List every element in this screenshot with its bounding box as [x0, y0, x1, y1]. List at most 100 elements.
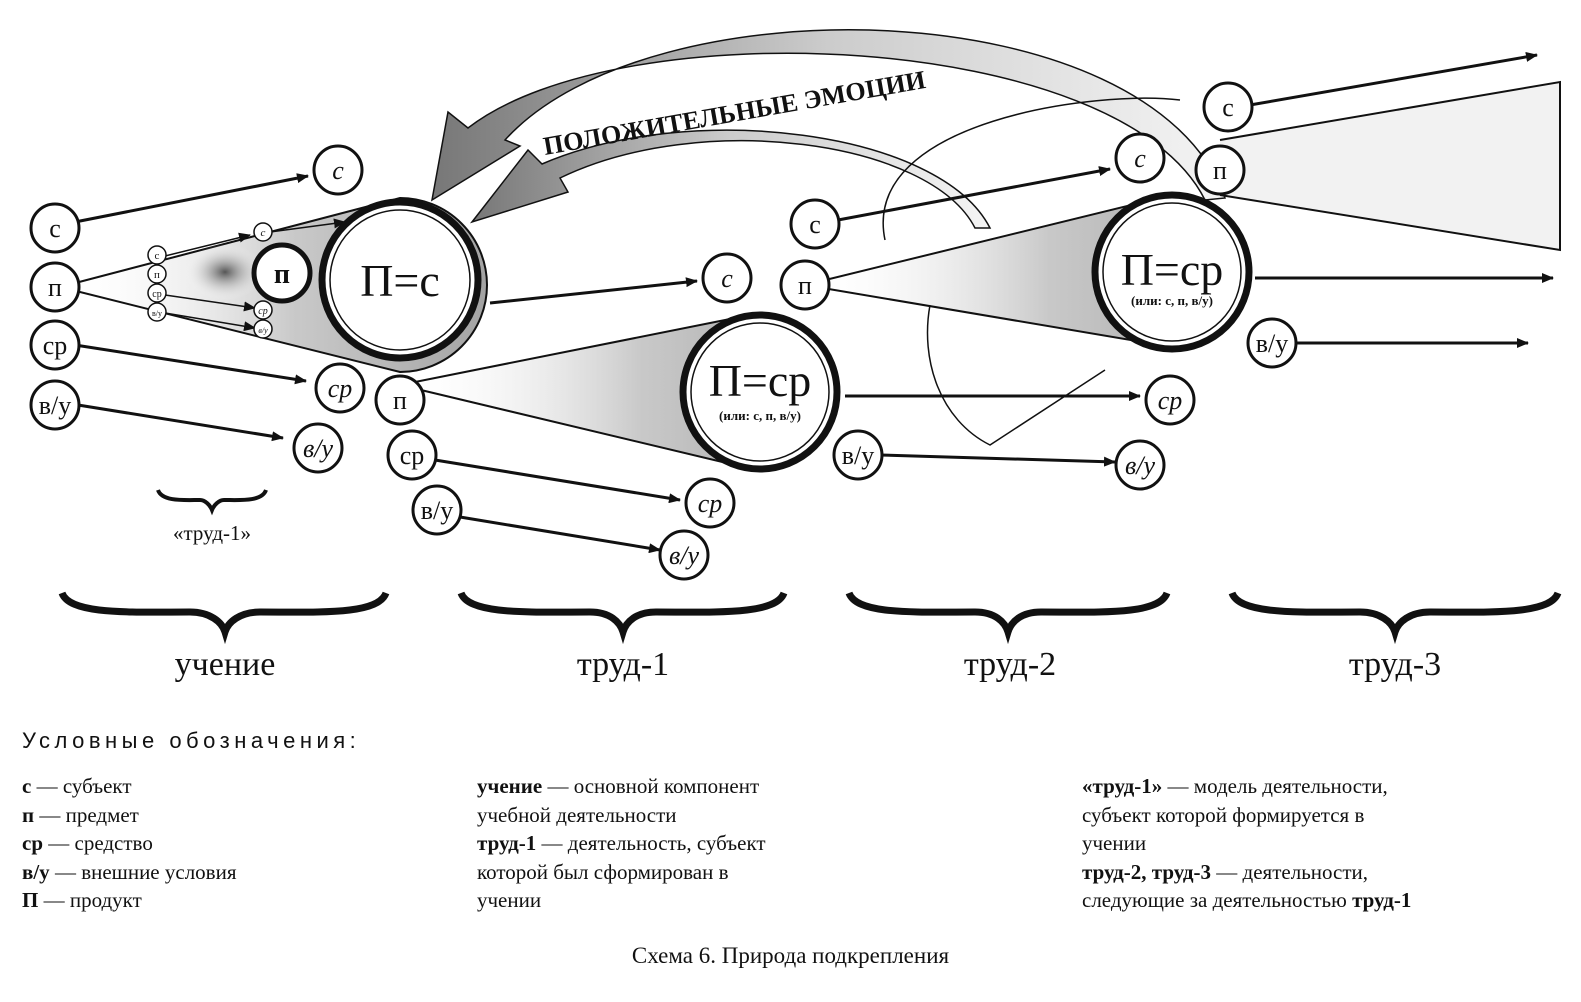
node-vu-result-2: в/у — [658, 529, 710, 581]
svg-text:п: п — [1213, 156, 1227, 185]
node-vu-work2: в/у — [832, 429, 884, 481]
brace-learning — [58, 591, 390, 645]
svg-text:в/у: в/у — [39, 391, 72, 420]
phase-work1: труд-1 — [577, 646, 669, 683]
svg-text:П=с: П=с — [360, 255, 440, 306]
legend-row: учебной деятельности — [477, 802, 677, 827]
legend-row: «труд-1» — модель деятельности, — [1082, 774, 1388, 798]
svg-text:в/у: в/у — [842, 441, 875, 470]
svg-text:в/у: в/у — [1256, 329, 1289, 358]
svg-text:в/у: в/у — [152, 309, 162, 318]
svg-text:с: с — [49, 214, 61, 243]
small-brace — [156, 488, 268, 516]
node-vu-work1: в/у — [411, 484, 463, 536]
legend-title: Условные обозначения: — [22, 728, 361, 753]
node-p-work2: п — [779, 259, 831, 311]
legend-row: учение — основной компонент — [477, 774, 760, 798]
svg-text:П=ср: П=ср — [1121, 244, 1224, 295]
product-work2: П=ср (или: с, п, в/у) — [1091, 191, 1253, 353]
svg-text:с: с — [332, 156, 344, 185]
brace-work2 — [845, 591, 1171, 645]
svg-text:с: с — [1134, 144, 1146, 173]
phase-work3: труд-3 — [1349, 646, 1441, 683]
node-s-learning: с — [29, 202, 81, 254]
svg-text:П=ср: П=ср — [709, 355, 812, 406]
reinforcement-diagram: ПОЛОЖИТЕЛЬНЫЕ ЭМОЦИИ — [29, 29, 1562, 683]
legend-row: труд-1 — деятельность, субъект — [477, 831, 766, 855]
braces — [58, 488, 1562, 645]
svg-text:ср: ср — [400, 441, 425, 470]
node-sr-result-2: ср — [684, 477, 736, 529]
node-inner-object: п — [251, 242, 313, 304]
svg-text:ср: ср — [152, 289, 161, 300]
brace-work3 — [1228, 591, 1562, 645]
node-vu-result-1: в/у — [292, 422, 344, 474]
work3-cone — [1219, 80, 1561, 252]
legend-row: в/у — внешние условия — [22, 859, 237, 884]
figure-caption: Схема 6. Природа подкрепления — [631, 943, 950, 968]
node-sr-result-3: ср — [1144, 374, 1196, 426]
node-s-result-1: с — [312, 144, 364, 196]
svg-text:в/у: в/у — [669, 541, 700, 570]
inner-emotion-arrow — [469, 129, 992, 229]
svg-text:п: п — [274, 259, 290, 290]
node-sr-result-1: ср — [314, 362, 366, 414]
nodes-model: с п ср в/у с ср в/у — [147, 222, 273, 339]
legend-row: субъект которой формируется в — [1082, 802, 1365, 827]
svg-text:п: п — [48, 273, 62, 302]
legend-row: которой был сформирован в — [477, 859, 729, 884]
brace-work1 — [457, 591, 788, 645]
svg-text:ср: ср — [43, 331, 68, 360]
svg-text:ср: ср — [258, 306, 267, 317]
legend-row: П — продукт — [22, 888, 142, 912]
phase-labels: учение труд-1 труд-2 труд-3 — [175, 646, 1441, 683]
node-vu-work3: в/у — [1246, 317, 1298, 369]
svg-text:с: с — [261, 227, 266, 239]
node-p-work1: п — [374, 374, 426, 426]
svg-text:п: п — [393, 386, 407, 415]
svg-text:ср: ср — [698, 489, 723, 518]
legend-row: п — предмет — [22, 802, 139, 827]
legend-col-3: «труд-1» — модель деятельности, субъект … — [1082, 772, 1411, 915]
legend-row: следующие за деятельностью труд-1 — [1082, 888, 1412, 912]
node-vu-result-3: в/у — [1114, 439, 1166, 491]
svg-text:в/у: в/у — [303, 434, 334, 463]
node-s-result-2: с — [701, 252, 753, 304]
node-p-work3: п — [1194, 144, 1246, 196]
legend-row: ср — средство — [22, 831, 153, 855]
svg-text:ср: ср — [1158, 386, 1183, 415]
svg-text:ср: ср — [328, 374, 353, 403]
phase-work2: труд-2 — [964, 646, 1056, 683]
legend-row: учении — [477, 888, 542, 912]
node-vu-learning: в/у — [29, 379, 81, 431]
node-s-result-3: с — [1114, 132, 1166, 184]
nodes-result: с ср в/у с ср в/у с ср в/у — [292, 132, 1196, 581]
node-s-work3: с — [1202, 81, 1254, 133]
product-learning: П=с — [318, 198, 482, 362]
legend-col-1: с — субъект п — предмет ср — средство в/… — [22, 772, 237, 915]
emotion-label: ПОЛОЖИТЕЛЬНЫЕ ЭМОЦИИ — [541, 65, 928, 161]
svg-text:с: с — [1222, 93, 1234, 122]
node-s-work2: с — [789, 198, 841, 250]
outer-emotion-arrow — [430, 29, 1227, 202]
model-brace-label: «труд-1» — [173, 521, 251, 545]
node-sr-learning: ср — [29, 319, 81, 371]
legend-col-2: учение — основной компонент учебной деят… — [477, 772, 766, 915]
node-sr-work1: ср — [386, 429, 438, 481]
svg-text:с: с — [155, 250, 160, 262]
arrows — [74, 51, 1554, 554]
legend-row: с — субъект — [22, 774, 132, 798]
svg-text:в/у: в/у — [258, 326, 268, 335]
svg-text:п: п — [798, 271, 812, 300]
product-work1: П=ср (или: с, п, в/у) — [679, 311, 841, 473]
svg-text:в/у: в/у — [1125, 451, 1156, 480]
svg-text:с: с — [809, 210, 821, 239]
svg-text:в/у: в/у — [421, 496, 454, 525]
legend-row: труд-2, труд-3 — деятельности, — [1082, 859, 1369, 884]
node-p-learning: п — [29, 261, 81, 313]
svg-text:п: п — [154, 269, 160, 281]
svg-text:(или: с, п, в/у): (или: с, п, в/у) — [719, 408, 801, 423]
svg-text:с: с — [721, 264, 733, 293]
nodes-regular: с п ср в/у п ср в/у с п в/у с п в/у — [29, 81, 1298, 536]
phase-learning: учение — [175, 646, 276, 683]
